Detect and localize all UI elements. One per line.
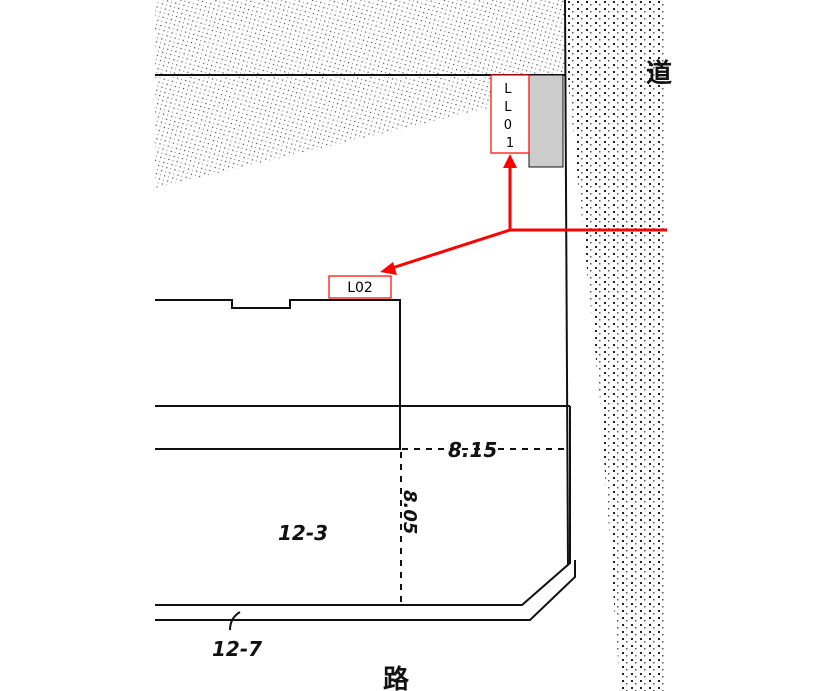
road-stipple	[568, 0, 667, 691]
arrow-head-l02	[380, 262, 397, 275]
label-l02: L02	[347, 280, 373, 296]
road-char-bottom: 路	[383, 664, 410, 691]
dim-vertical: 8.05	[399, 490, 420, 534]
lot-number-upper: 12-3	[278, 521, 328, 545]
arrow-head-ll01	[503, 154, 517, 168]
label-ll01: L L 0 1	[504, 82, 516, 151]
road-char-right: 道	[646, 58, 672, 89]
leader-mark	[229, 611, 241, 631]
dim-horizontal: 8.15	[448, 438, 497, 462]
lot-number-lower: 12-7	[212, 637, 262, 661]
hatched-block-lower	[155, 77, 563, 188]
dimension-lines	[400, 448, 570, 605]
label-box-ll01	[490, 74, 530, 154]
label-box-l02	[328, 275, 392, 299]
marker-arrows	[391, 166, 667, 270]
highlight-parcel	[528, 74, 564, 168]
hatched-block-top	[155, 0, 565, 74]
